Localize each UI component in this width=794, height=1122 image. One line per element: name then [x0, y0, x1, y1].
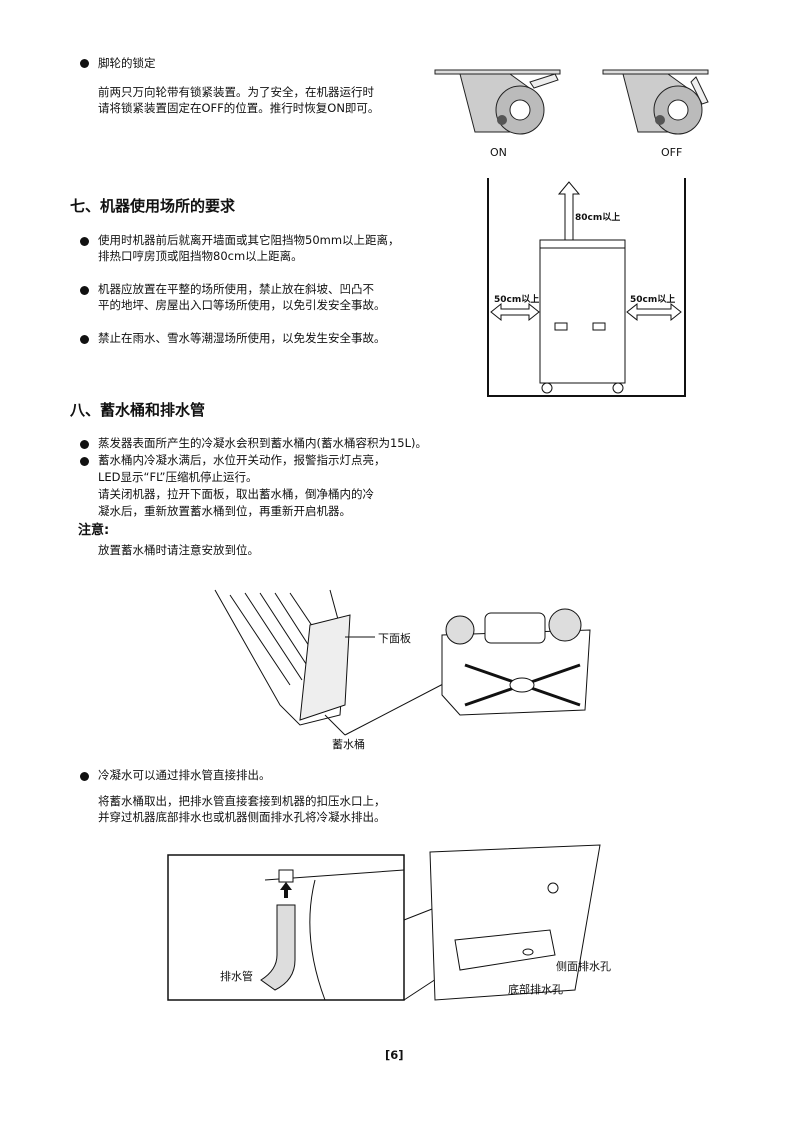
bullet-icon: [80, 335, 89, 344]
s7-bullet1-line1: 使用时机器前后就离开墙面或其它阻挡物50mm以上距离，: [98, 233, 400, 247]
s8-bullet2-line1: 蓄水桶内冷凝水满后，水位开关动作，报警指示灯点亮，: [98, 453, 386, 467]
page-number: [6]: [385, 1048, 404, 1062]
s8-bullet1: 蒸发器表面所产生的冷凝水会积到蓄水桶内(蓄水桶容积为15L)。: [98, 436, 428, 450]
bullet-icon: [80, 772, 89, 781]
bullet-icon: [80, 59, 89, 68]
caster-on-illustration: [434, 69, 561, 135]
bullet-icon: [80, 457, 89, 466]
s7-bullet2-line2: 平的地坪、房屋出入口等场所使用，以免引发安全事故。: [98, 298, 386, 312]
tank-removal-illustration: [214, 589, 591, 736]
section7-heading: 七、机器使用场所的要求: [70, 197, 236, 215]
caster-off-label: OFF: [661, 146, 683, 159]
side-drain-hole-label: 侧面排水孔: [556, 960, 611, 973]
drain-hose-label: 排水管: [220, 970, 253, 983]
caster-off-illustration: [602, 69, 709, 135]
s8-bullet2-line4: 凝水后，重新放置蓄水桶到位，再重新开启机器。: [98, 504, 351, 518]
caster-on-label: ON: [490, 146, 507, 159]
bullet-icon: [80, 286, 89, 295]
bullet-icon: [80, 237, 89, 246]
lower-panel-label: 下面板: [378, 632, 411, 645]
clearance-left-label: 50cm以上: [494, 295, 540, 305]
s8-bullet3: 冷凝水可以通过排水管直接排出。: [98, 768, 271, 782]
s8-bullet2-line2: LED显示“FL”压缩机停止运行。: [98, 470, 258, 484]
note-title: 注意:: [78, 523, 110, 538]
casters-text-1: 前两只万向轮带有锁紧装置。为了安全，在机器运行时: [98, 85, 374, 99]
drain-text-1: 将蓄水桶取出，把排水管直接套接到机器的扣压水口上，: [98, 794, 386, 808]
casters-text-2: 请将锁紧装置固定在OFF的位置。推行时恢复ON即可。: [98, 101, 380, 115]
clearance-diagram: [487, 178, 686, 397]
drain-hose-illustration: [167, 844, 601, 1001]
bottom-drain-hole-label: 底部排水孔: [508, 983, 563, 996]
clearance-top-label: 80cm以上: [575, 213, 621, 223]
drain-text-2: 并穿过机器底部排水也或机器侧面排水孔将冷凝水排出。: [98, 810, 386, 824]
s7-bullet1-line2: 排热口哼房顶或阻挡物80cm以上距离。: [98, 249, 303, 263]
bullet-icon: [80, 440, 89, 449]
s8-bullet2-line3: 请关闭机器，拉开下面板，取出蓄水桶，倒净桶内的冷: [98, 487, 374, 501]
note-text: 放置蓄水桶时请注意安放到位。: [98, 543, 259, 557]
water-tank-label: 蓄水桶: [332, 738, 365, 751]
s7-bullet3: 禁止在雨水、雪水等潮湿场所使用，以免发生安全事故。: [98, 331, 386, 345]
section8-heading: 八、蓄水桶和排水管: [70, 401, 206, 419]
casters-title: 脚轮的锁定: [98, 56, 156, 70]
clearance-right-label: 50cm以上: [630, 295, 676, 305]
s7-bullet2-line1: 机器应放置在平整的场所使用，禁止放在斜坡、凹凸不: [98, 282, 374, 296]
